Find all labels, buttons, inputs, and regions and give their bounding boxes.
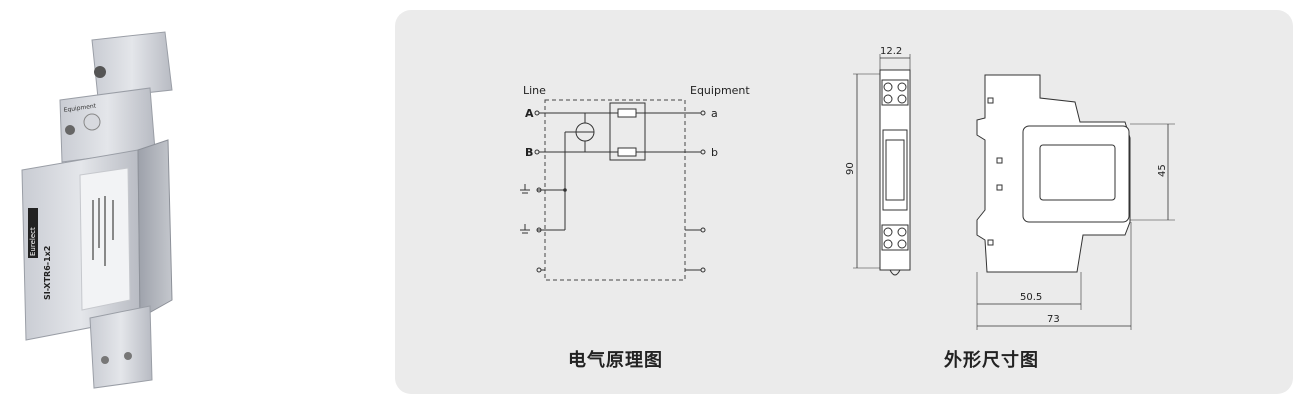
dimension-drawing: 12.2 90 45 xyxy=(835,40,1195,340)
equipment-label: Equipment xyxy=(690,84,750,97)
brand-label: Eurelect xyxy=(29,227,37,256)
terminal-A: A xyxy=(525,107,534,120)
dim-width-top: 12.2 xyxy=(880,46,902,57)
product-photo: Equipment Eurelect SI-XTR6-1x2 xyxy=(0,0,240,406)
terminal-a: a xyxy=(711,107,718,120)
electrical-schematic: Line Equipment A a B b xyxy=(515,70,760,290)
dim-depth-total: 73 xyxy=(1047,314,1060,325)
schematic-caption: 电气原理图 xyxy=(568,350,663,371)
line-label: Line xyxy=(523,84,546,97)
model-label: SI-XTR6-1x2 xyxy=(43,246,52,300)
dim-depth-inner: 50.5 xyxy=(1020,292,1042,303)
diagram-panel xyxy=(395,10,1293,394)
dim-height-left: 90 xyxy=(845,162,856,175)
equipment-terminal-label: Equipment xyxy=(63,102,97,114)
dimension-caption: 外形尺寸图 xyxy=(944,350,1039,371)
terminal-B: B xyxy=(525,146,533,159)
dim-height-right: 45 xyxy=(1157,164,1168,177)
terminal-b: b xyxy=(711,146,718,159)
